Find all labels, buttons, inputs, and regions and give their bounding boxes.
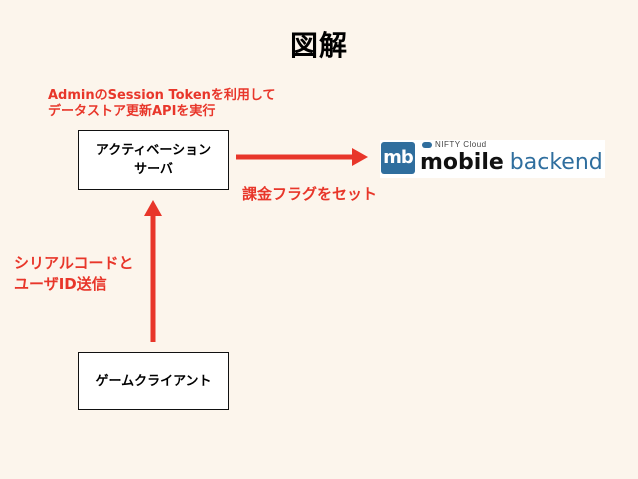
mb-logo-icon: mb: [381, 142, 415, 174]
arrow-server-to-backend: [236, 148, 368, 166]
arrow-up-head: [144, 200, 162, 216]
send-serial-label: シリアルコードと ユーザID送信: [14, 253, 134, 295]
server-label-line-1: アクティベーション: [95, 143, 212, 158]
game-client-box: ゲームクライアント: [78, 352, 229, 410]
activation-server-box: アクティベーション サーバ: [78, 130, 229, 190]
server-label-line-2: サーバ: [134, 162, 173, 177]
arrow-right-head: [352, 148, 368, 166]
admin-token-note: AdminのSession Tokenを利用して データストア更新APIを実行: [48, 88, 308, 120]
page-title: 図解: [289, 29, 348, 62]
note-line-1: AdminのSession Tokenを利用して: [48, 88, 276, 103]
note-line-2: データストア更新APIを実行: [48, 104, 216, 119]
send-label-line-2: ユーザID送信: [14, 275, 107, 293]
set-flag-label: 課金フラグをセット: [242, 185, 378, 203]
logo-word-mobile: mobile: [420, 150, 504, 175]
logo-word-backend: backend: [509, 150, 603, 175]
nifty-cloud-text: NIFTY Cloud: [435, 140, 487, 149]
arrow-client-to-server: [144, 200, 162, 342]
client-label: ゲームクライアント: [95, 373, 212, 389]
cloud-icon: [422, 141, 432, 148]
send-label-line-1: シリアルコードと: [14, 254, 134, 272]
nifty-cloud-label: NIFTY Cloud: [422, 140, 487, 149]
